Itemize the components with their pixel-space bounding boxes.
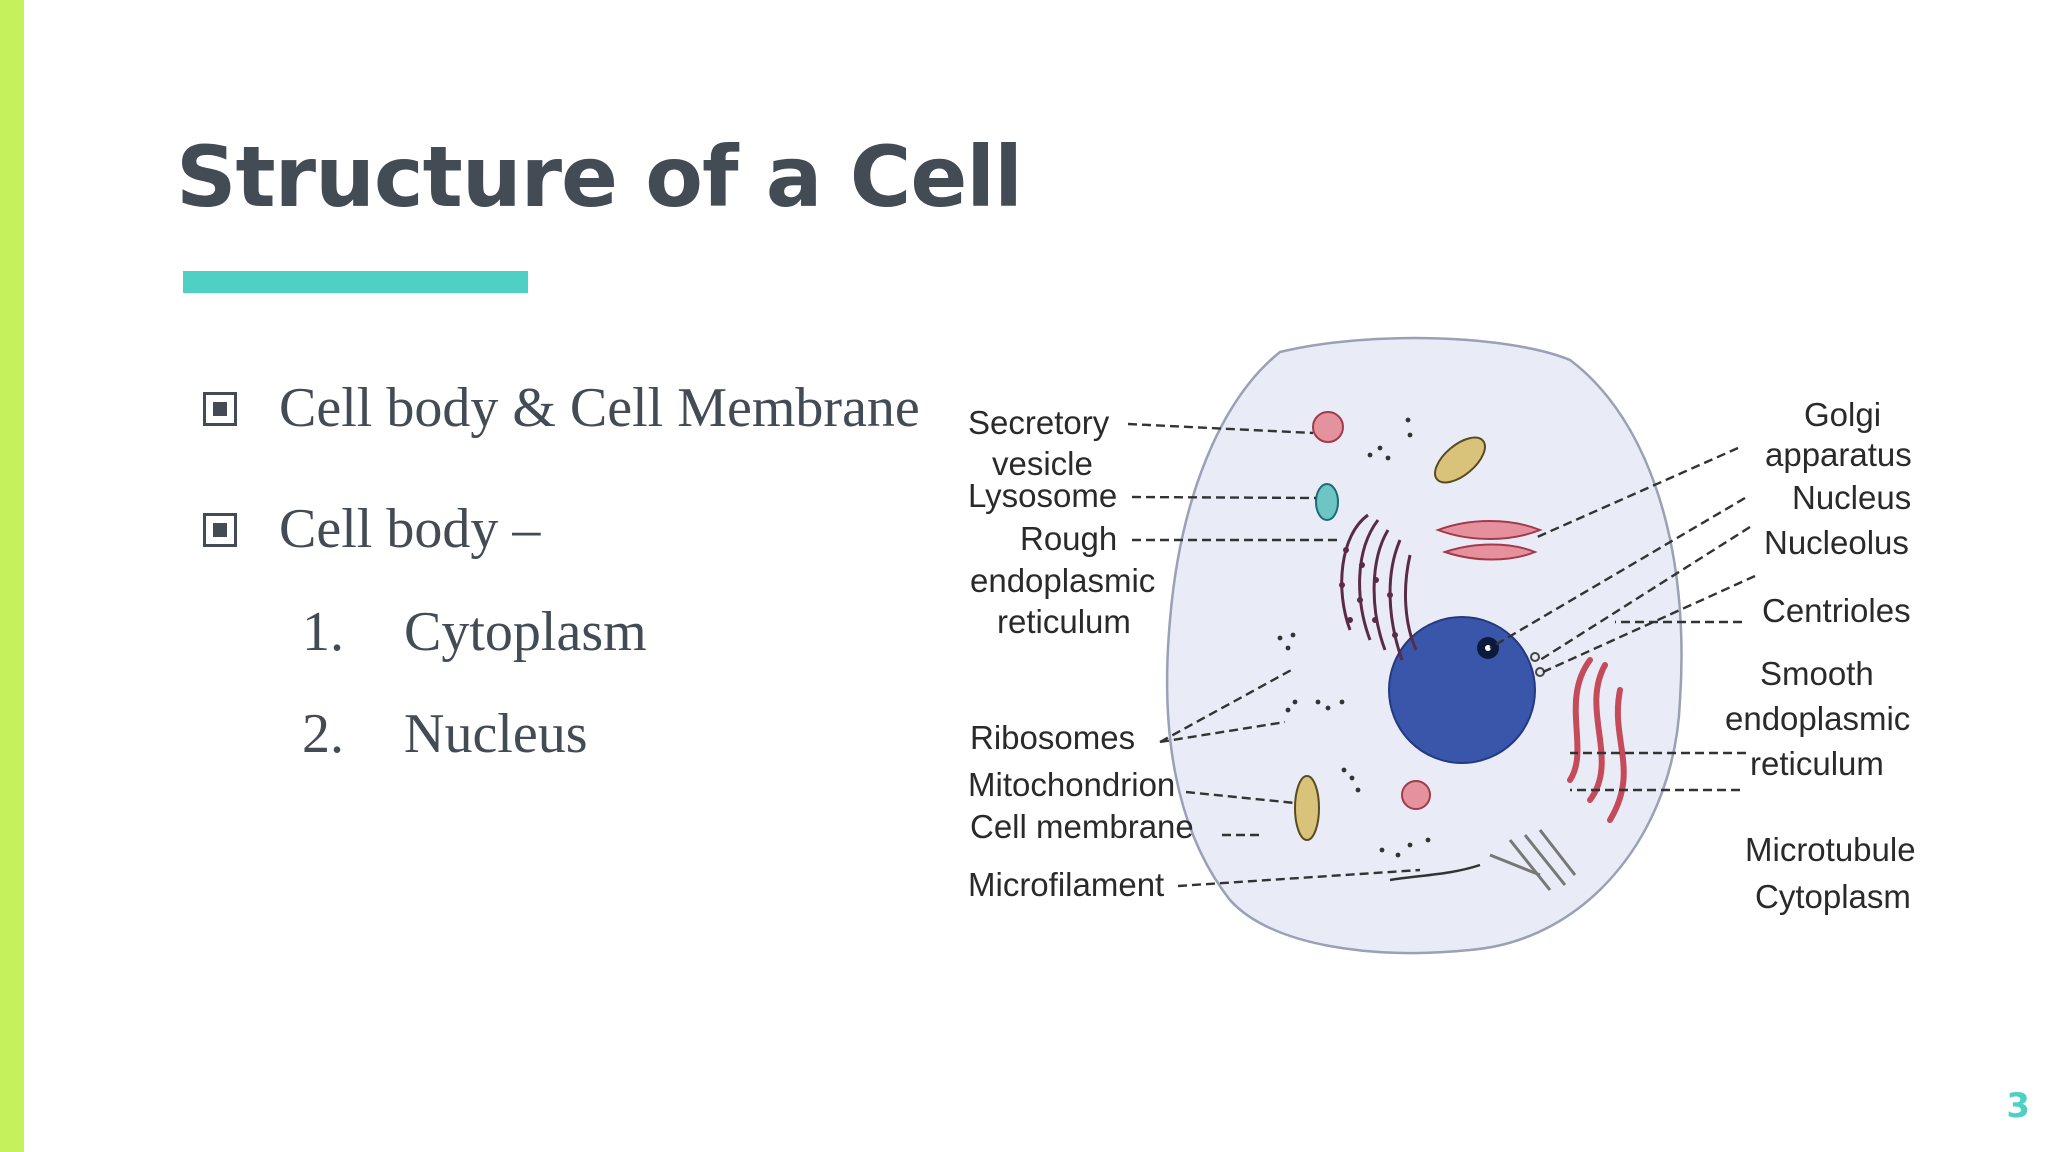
label-golgi-2: apparatus	[1765, 436, 1912, 473]
title-underline	[183, 271, 528, 293]
secretory-vesicle-shape	[1312, 411, 1344, 443]
label-smooth-er-2: endoplasmic	[1725, 700, 1910, 737]
page-number: 3	[2006, 1086, 2030, 1126]
label-nucleus: Nucleus	[1792, 479, 1911, 516]
label-secretory-vesicle: Secretory	[968, 404, 1110, 441]
label-lysosome: Lysosome	[968, 477, 1117, 514]
slide-title: Structure of a Cell	[176, 128, 1023, 226]
list-number: 2.	[302, 703, 344, 765]
label-microfilament: Microfilament	[968, 866, 1164, 903]
mitochondrion-shape	[1294, 436, 1486, 841]
label-microtubule: Microtubule	[1745, 831, 1916, 868]
list-number: 1.	[302, 601, 344, 663]
left-accent-bar	[0, 0, 24, 1152]
label-smooth-er: Smooth	[1760, 655, 1874, 692]
label-rough-er: Rough	[1020, 520, 1117, 557]
microfilament-shape	[1389, 863, 1481, 882]
nucleus-shape	[1388, 616, 1536, 764]
label-cytoplasm: Cytoplasm	[1755, 878, 1911, 915]
golgi-shape	[1435, 520, 1543, 561]
label-ribosomes: Ribosomes	[970, 719, 1135, 756]
label-rough-er-2: endoplasmic	[970, 562, 1155, 599]
square-bullet-icon	[203, 513, 237, 547]
label-golgi: Golgi	[1804, 396, 1881, 433]
label-centrioles: Centrioles	[1762, 592, 1911, 629]
label-cell-membrane: Cell membrane	[970, 808, 1194, 845]
rough-er-shape	[1340, 513, 1418, 661]
bullet-text: Cell body & Cell Membrane	[279, 377, 920, 439]
smooth-er-shape	[1567, 657, 1627, 823]
label-secretory-vesicle-2: vesicle	[992, 445, 1093, 482]
lysosome-shape	[1315, 483, 1339, 521]
bullet-text: Cell body –	[279, 498, 541, 560]
label-mitochondrion: Mitochondrion	[968, 766, 1175, 803]
cell-diagram: Secretory vesicle Lysosome Rough endopla…	[968, 336, 1916, 955]
label-smooth-er-3: reticulum	[1750, 745, 1884, 782]
label-nucleolus: Nucleolus	[1764, 524, 1909, 561]
list-item-text: Nucleus	[404, 703, 588, 765]
label-rough-er-3: reticulum	[997, 603, 1131, 640]
list-item-text: Cytoplasm	[404, 601, 647, 663]
square-bullet-icon	[203, 392, 237, 426]
microtubule-shape	[1489, 829, 1577, 891]
